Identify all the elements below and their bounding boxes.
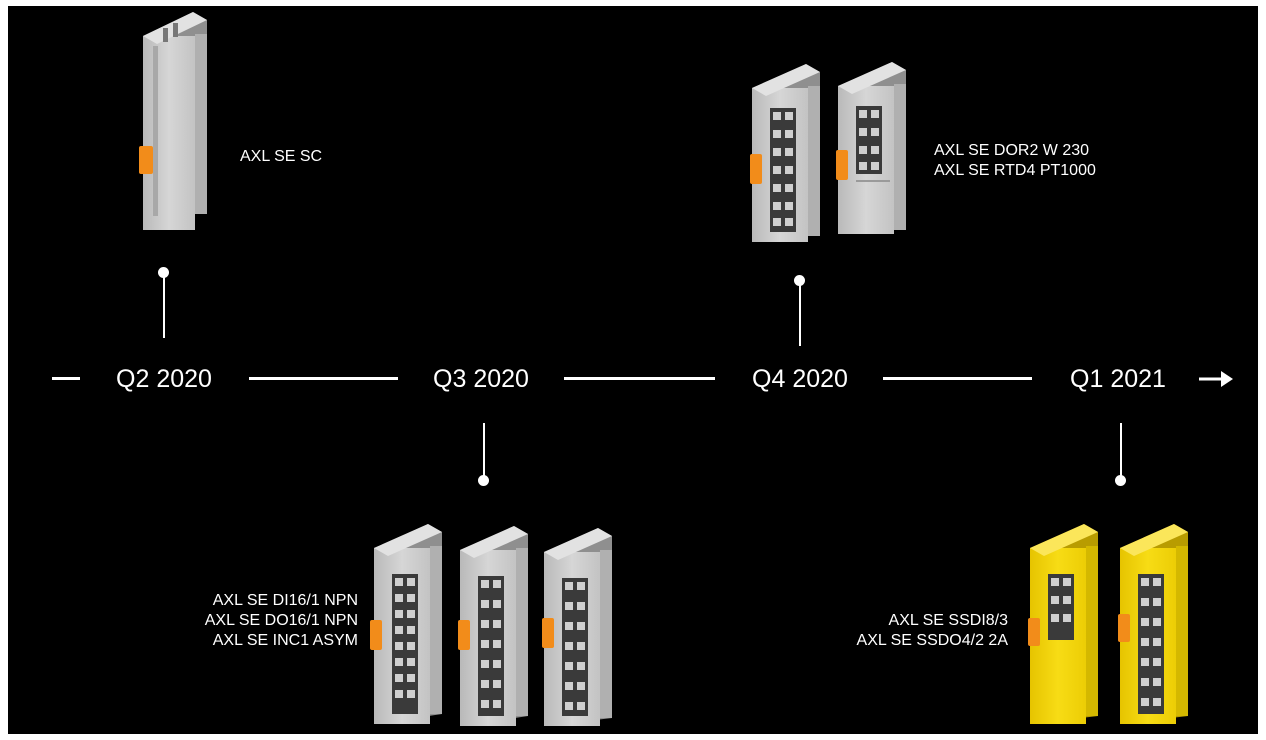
io-module-image bbox=[1028, 524, 1098, 724]
quarter-label-q2-2020: Q2 2020 bbox=[116, 365, 212, 393]
io-module-image bbox=[750, 64, 820, 242]
connector-stem bbox=[799, 284, 801, 346]
timeline-segment bbox=[52, 377, 80, 380]
product-label-q3-2020: AXL SE DI16/1 NPN AXL SE DO16/1 NPN AXL … bbox=[148, 591, 358, 651]
timeline-segment bbox=[564, 377, 715, 380]
product-name: AXL SE RTD4 PT1000 bbox=[934, 162, 1096, 179]
quarter-label-q1-2021: Q1 2021 bbox=[1070, 365, 1166, 393]
timeline-segment bbox=[249, 377, 398, 380]
timeline-slide: Q2 2020 Q3 2020 Q4 2020 Q1 2021 AXL SE S… bbox=[8, 6, 1258, 734]
product-name: AXL SE SSDO4/2 2A bbox=[856, 632, 1008, 649]
io-module-image bbox=[836, 62, 906, 234]
product-name: AXL SE DOR2 W 230 bbox=[934, 142, 1090, 159]
connector-stem bbox=[163, 276, 165, 338]
quarter-label-q3-2020: Q3 2020 bbox=[433, 365, 529, 393]
connector-dot bbox=[1115, 475, 1126, 486]
product-label-q2-2020: AXL SE SC bbox=[240, 147, 322, 167]
connector-dot bbox=[794, 275, 805, 286]
arrow-right-icon bbox=[1199, 371, 1233, 387]
io-module-image bbox=[458, 526, 528, 726]
product-name: AXL SE DI16/1 NPN bbox=[212, 592, 358, 609]
product-name: AXL SE SSDI8/3 bbox=[888, 612, 1008, 629]
product-label-q1-2021: AXL SE SSDI8/3 AXL SE SSDO4/2 2A bbox=[788, 611, 1008, 651]
io-module-image bbox=[139, 12, 207, 230]
timeline-segment bbox=[883, 377, 1032, 380]
io-module-image bbox=[1118, 524, 1188, 724]
connector-stem bbox=[1120, 423, 1122, 479]
quarter-label-q4-2020: Q4 2020 bbox=[752, 365, 848, 393]
io-module-image bbox=[542, 528, 612, 726]
io-module-image bbox=[370, 524, 442, 724]
connector-stem bbox=[483, 423, 485, 479]
connector-dot bbox=[478, 475, 489, 486]
product-name: AXL SE INC1 ASYM bbox=[212, 632, 358, 649]
product-name: AXL SE SC bbox=[240, 148, 323, 165]
connector-dot bbox=[158, 267, 169, 278]
product-label-q4-2020: AXL SE DOR2 W 230 AXL SE RTD4 PT1000 bbox=[934, 141, 1096, 181]
product-name: AXL SE DO16/1 NPN bbox=[204, 612, 358, 629]
